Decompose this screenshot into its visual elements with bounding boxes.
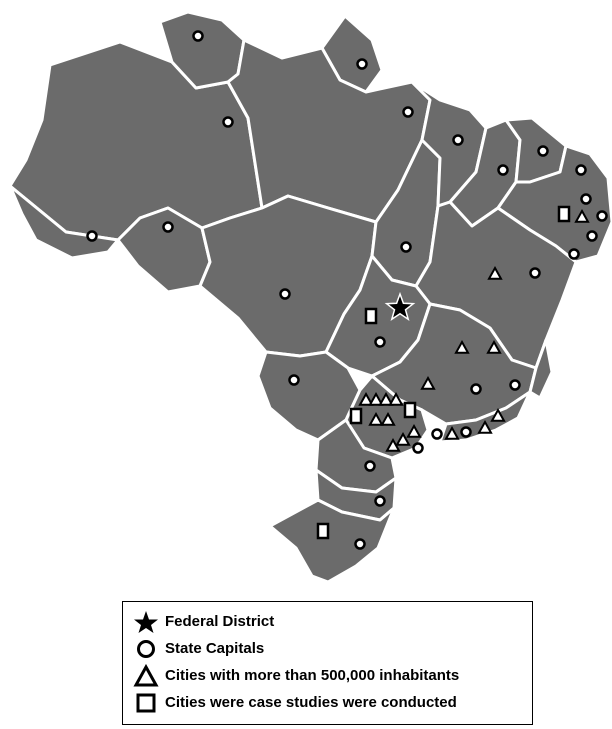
state-capital-marker xyxy=(162,221,174,233)
large-city-marker xyxy=(380,411,396,426)
state-capital-marker xyxy=(460,426,472,438)
state-capital-marker xyxy=(412,442,424,454)
state-espirito-santo xyxy=(528,338,554,400)
state-rio-grande-sul xyxy=(268,498,396,584)
large-city-marker xyxy=(388,391,404,406)
square-icon xyxy=(136,693,156,712)
state-capital-marker xyxy=(402,106,414,118)
state-capital-marker xyxy=(452,134,464,146)
large-city-marker xyxy=(368,391,384,406)
brazil-map xyxy=(8,10,612,584)
state-capital-marker xyxy=(356,58,368,70)
state-capital-marker xyxy=(431,428,443,440)
circle-icon xyxy=(137,639,155,658)
state-capital-marker xyxy=(470,383,482,395)
state-capital-marker xyxy=(192,30,204,42)
large-city-marker xyxy=(444,425,460,440)
large-city-marker xyxy=(454,339,470,354)
legend-label: Cities with more than 500,000 inhabitant… xyxy=(165,667,460,684)
large-city-marker xyxy=(395,431,411,446)
large-city-marker xyxy=(487,265,503,280)
federal-district-marker xyxy=(384,291,416,322)
legend-label: Cities were case studies were conducted xyxy=(165,694,457,711)
large-city-marker xyxy=(420,375,436,390)
legend-item-state-capitals: State Capitals xyxy=(133,635,532,662)
state-capital-marker xyxy=(400,241,412,253)
map-legend: Federal District State Capitals Cities w… xyxy=(122,601,533,725)
state-capital-marker xyxy=(374,495,386,507)
state-capital-marker xyxy=(586,230,598,242)
state-capital-marker xyxy=(568,248,580,260)
legend-label: State Capitals xyxy=(165,640,265,657)
large-city-marker xyxy=(378,391,394,406)
legend-item-case-studies: Cities were case studies were conducted xyxy=(133,689,532,716)
legend-label: Federal District xyxy=(165,613,275,630)
large-city-marker xyxy=(406,423,422,438)
large-city-marker xyxy=(574,208,590,223)
state-capital-marker xyxy=(596,210,608,222)
case-study-marker xyxy=(349,407,363,425)
case-study-marker xyxy=(403,401,417,419)
case-study-marker xyxy=(364,307,378,325)
star-icon xyxy=(134,610,158,633)
triangle-icon xyxy=(133,663,159,686)
state-capital-marker xyxy=(86,230,98,242)
state-capital-marker xyxy=(497,164,509,176)
case-study-marker xyxy=(316,522,330,540)
legend-item-federal-district: Federal District xyxy=(133,608,532,635)
large-city-marker xyxy=(486,339,502,354)
large-city-marker xyxy=(385,437,401,452)
state-capital-marker xyxy=(529,267,541,279)
map-markers xyxy=(86,30,608,550)
state-capital-marker xyxy=(288,374,300,386)
state-capital-marker xyxy=(509,379,521,391)
large-city-marker xyxy=(358,391,374,406)
state-capital-marker xyxy=(575,164,587,176)
state-capital-marker xyxy=(374,336,386,348)
large-city-marker xyxy=(477,419,493,434)
legend-item-large-cities: Cities with more than 500,000 inhabitant… xyxy=(133,662,532,689)
states xyxy=(8,10,612,584)
case-study-marker xyxy=(557,205,571,223)
state-capital-marker xyxy=(354,538,366,550)
state-capital-marker xyxy=(580,193,592,205)
large-city-marker xyxy=(490,407,506,422)
large-city-marker xyxy=(368,411,384,426)
state-capital-marker xyxy=(222,116,234,128)
state-capital-marker xyxy=(279,288,291,300)
state-capital-marker xyxy=(364,460,376,472)
state-capital-marker xyxy=(537,145,549,157)
